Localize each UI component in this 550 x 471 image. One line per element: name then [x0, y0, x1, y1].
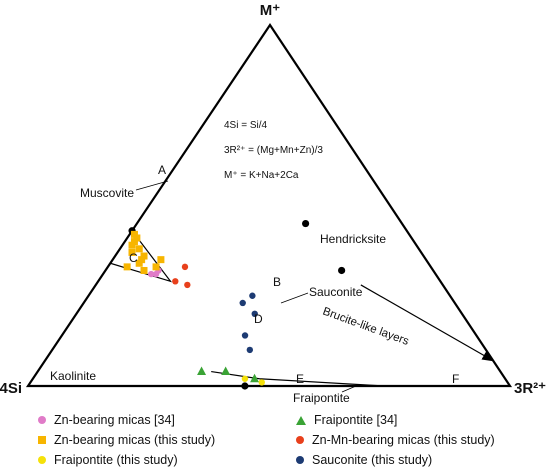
circle-marker-icon [296, 436, 304, 444]
series-1-point-8 [135, 259, 143, 267]
series-4-point-1 [184, 281, 191, 289]
legend-item-fraipontite-this-study: Fraipontite (this study) [38, 451, 178, 469]
circle-marker-icon [38, 456, 46, 464]
series-1-point-10 [123, 263, 131, 271]
triangle-marker-icon [296, 415, 306, 425]
field-label-f: F [452, 372, 459, 386]
data-markers [123, 219, 346, 390]
field-label-d: D [254, 312, 263, 326]
legend-item-fraipontite-34: Fraipontite [34] [296, 411, 397, 429]
label-muscovite: Muscovite [80, 186, 134, 200]
series-1-point-4 [135, 245, 143, 253]
legend-label: Sauconite (this study) [312, 453, 433, 467]
legend-label: Fraipontite (this study) [54, 453, 178, 467]
field-polygon-abc [109, 229, 173, 283]
ternary-triangle-frame [25, 23, 513, 388]
formula-si: 4Si = Si/4 [224, 120, 268, 131]
reference-point-fraipontite [241, 382, 249, 390]
field-label-b: B [273, 275, 281, 289]
series-5-point-3 [241, 332, 249, 339]
apex-label-top: M⁺ [260, 2, 280, 19]
legend-label: Zn-bearing micas [34] [54, 413, 175, 427]
label-kaolinite: Kaolinite [50, 369, 96, 383]
label-hendricksite: Hendricksite [320, 232, 386, 246]
series-1-point-11 [140, 266, 148, 274]
reference-point-sauconite [338, 266, 346, 275]
series-4-point-0 [181, 263, 189, 271]
series-5-point-0 [249, 292, 256, 299]
legend-item-zn-micas-34: Zn-bearing micas [34] [38, 411, 175, 429]
series-3-point-2 [250, 373, 260, 383]
legend-label: Zn-Mn-bearing micas (this study) [312, 433, 495, 447]
series-1-point-5 [128, 248, 136, 256]
series-4-point-2 [172, 278, 179, 285]
series-1-point-7 [138, 256, 146, 264]
legend-item-zn-mn-micas-this-study: Zn-Mn-bearing micas (this study) [296, 431, 495, 449]
series-1-point-9 [157, 256, 165, 264]
formula-m: M⁺ = K+Na+2Ca [224, 170, 299, 181]
field-geometry [109, 229, 495, 387]
leader-muscovite [135, 180, 169, 191]
legend-label: Zn-bearing micas (this study) [54, 433, 216, 447]
circle-marker-icon [38, 416, 46, 424]
series-1-point-3 [128, 241, 136, 249]
circle-marker-icon [296, 456, 304, 464]
square-marker-icon [38, 436, 46, 444]
label-fraipontite: Fraipontite [293, 391, 350, 405]
series-5-point-4 [246, 346, 254, 354]
arrow-label-brucite: Brucite-like layers [321, 306, 411, 348]
series-1-point-1 [133, 234, 141, 242]
legend: Zn-bearing micas [34] Zn-bearing micas (… [0, 408, 550, 468]
series-1-point-0 [130, 230, 138, 238]
formula-r2: 3R²⁺ = (Mg+Mn+Zn)/3 [224, 145, 323, 156]
field-label-a: A [158, 163, 166, 177]
series-2-point-0 [241, 375, 249, 382]
series-0-point-0 [148, 270, 155, 278]
legend-label: Fraipontite [34] [314, 413, 398, 427]
leader-fraipontite [341, 385, 357, 393]
legend-item-sauconite-this-study: Sauconite (this study) [296, 451, 432, 469]
series-1-point-12 [152, 263, 160, 271]
series-5-point-2 [251, 310, 258, 317]
series-2-point-1 [258, 379, 265, 386]
series-1-point-6 [140, 252, 148, 260]
leader-sauconite [280, 292, 309, 304]
legend-item-zn-micas-this-study: Zn-bearing micas (this study) [38, 431, 215, 449]
brucite-arrow [360, 284, 495, 362]
apex-label-left: 4Si [0, 380, 22, 397]
label-sauconite: Sauconite [309, 285, 363, 299]
field-label-c: C [129, 251, 138, 265]
series-3-point-1 [221, 366, 231, 376]
series-1-point-2 [130, 238, 138, 246]
apex-label-right: 3R²⁺ [514, 380, 546, 397]
series-5-point-1 [239, 299, 246, 307]
reference-point-hendricksite [302, 219, 310, 228]
field-label-e: E [296, 372, 304, 386]
series-3-point-0 [197, 366, 207, 376]
